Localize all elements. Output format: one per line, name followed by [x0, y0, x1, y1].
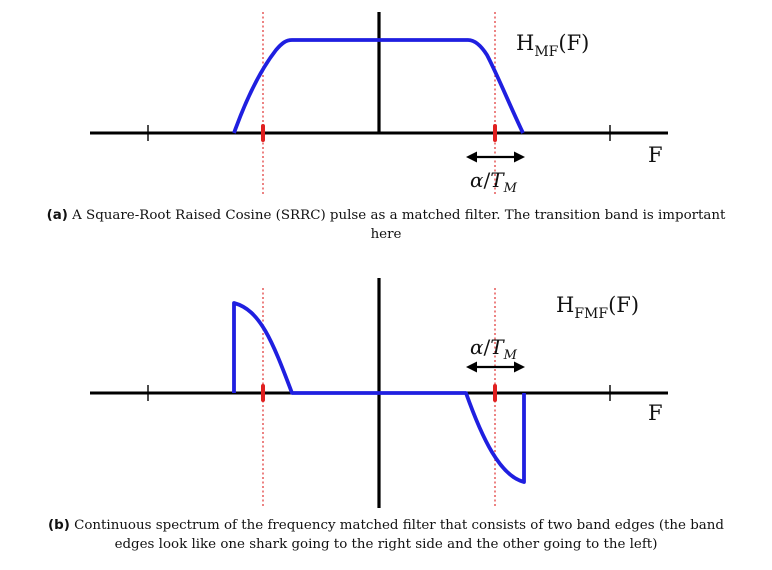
figure-panel-b: HFMF(F) α/TM F (b) Continuous spectrum o…: [0, 270, 772, 570]
axis-label-f: F: [648, 143, 663, 167]
arrow-right-head-icon: [514, 361, 525, 373]
arrow-right-head-icon: [514, 151, 525, 163]
function-label-hfmf: HFMF(F): [556, 293, 639, 322]
srrc-spectrum-diagram: HMF(F) F α/TM: [90, 12, 668, 196]
arrow-left-head-icon: [466, 151, 477, 163]
bandwidth-label: α/TM: [470, 168, 518, 196]
arrow-left-head-icon: [466, 361, 477, 373]
fmf-spectrum-diagram: HFMF(F) α/TM F: [90, 278, 668, 508]
caption-text-a: A Square-Root Raised Cosine (SRRC) pulse…: [72, 208, 726, 242]
srrc-spectrum-curve: [232, 38, 525, 134]
function-label-hmf: HMF(F): [516, 31, 589, 60]
caption-panel-b: (b) Continuous spectrum of the frequency…: [30, 516, 742, 554]
figure-panel-a: HMF(F) F α/TM (a) A Square-Root Raised C…: [0, 0, 772, 260]
bandwidth-label: α/TM: [470, 335, 518, 363]
caption-tag-a: (a): [46, 208, 68, 223]
caption-tag-b: (b): [48, 518, 70, 533]
axis-label-f: F: [648, 401, 663, 425]
caption-panel-a: (a) A Square-Root Raised Cosine (SRRC) p…: [30, 206, 742, 244]
caption-text-b: Continuous spectrum of the frequency mat…: [74, 518, 724, 552]
fmf-spectrum-curve: [232, 301, 526, 484]
